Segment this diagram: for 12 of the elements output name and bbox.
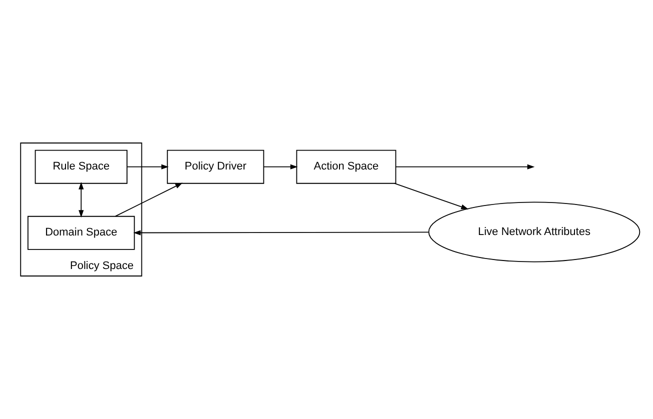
arrow bbox=[78, 182, 84, 218]
node-box: Domain Space bbox=[28, 216, 135, 250]
node-box: Policy Driver bbox=[166, 150, 264, 184]
arrow bbox=[126, 164, 169, 170]
node-box: Rule Space bbox=[34, 150, 128, 184]
arrow bbox=[133, 230, 429, 236]
arrow bbox=[115, 182, 183, 217]
arrow bbox=[263, 164, 298, 170]
node-ellipse: Live Network Attributes bbox=[428, 202, 640, 262]
arrow bbox=[395, 164, 535, 170]
node-box: Action Space bbox=[296, 150, 396, 184]
arrow bbox=[394, 182, 468, 210]
